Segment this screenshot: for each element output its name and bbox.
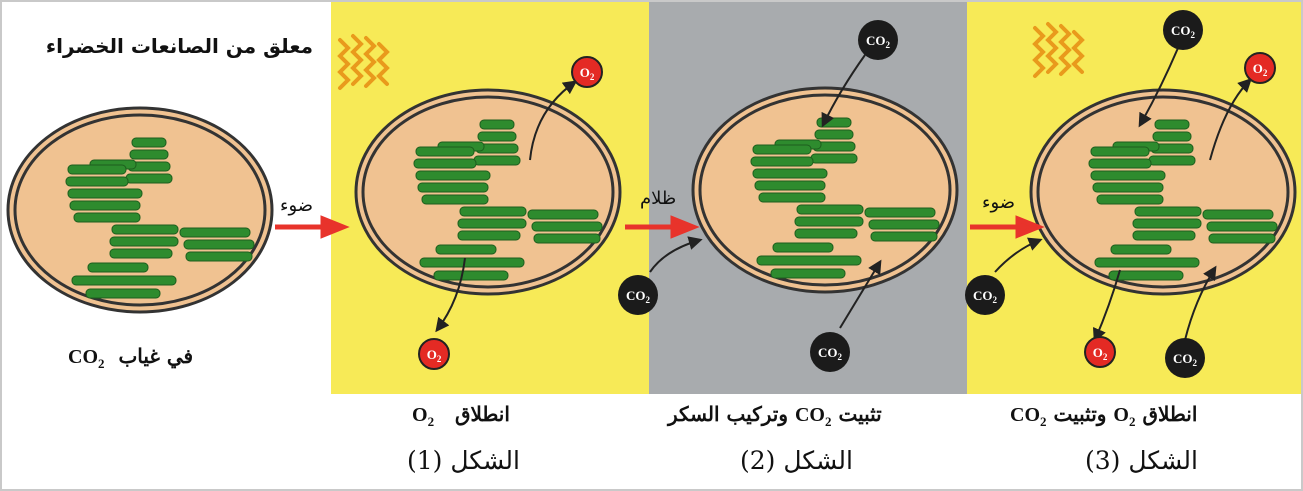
arrow-icon bbox=[275, 215, 350, 239]
o2-molecule-icon: O2 bbox=[571, 56, 603, 88]
o2-molecule-icon: O2 bbox=[1084, 336, 1116, 368]
co2-molecule-icon: CO2 bbox=[858, 20, 898, 60]
svg-text:CO2: CO2 bbox=[818, 345, 843, 362]
svg-text:CO2: CO2 bbox=[1173, 351, 1198, 368]
suspension-title: معلق من الصانعات الخضراء bbox=[45, 34, 313, 58]
chloroplast-icon bbox=[354, 88, 622, 296]
light-label-2: ضوء bbox=[982, 192, 1016, 213]
arrow-icon bbox=[970, 215, 1045, 239]
co2-molecule-icon: CO2 bbox=[810, 332, 850, 372]
fig3-title: CO2 وتثبيت O2 انطلاق bbox=[1010, 402, 1198, 429]
chloroplast-icon bbox=[1029, 88, 1297, 296]
co2-molecule-icon: CO2 bbox=[618, 275, 658, 315]
no-co2-caption: CO2 في غياب bbox=[68, 344, 194, 371]
chloroplast-icon bbox=[691, 86, 959, 294]
light-label: ضوء bbox=[280, 195, 314, 216]
arrow-icon bbox=[435, 47, 1252, 343]
svg-text:CO2: CO2 bbox=[973, 288, 998, 305]
co2-molecule-icon: CO2 bbox=[1163, 10, 1203, 50]
fig3-caption: الشكل (3) bbox=[1085, 446, 1198, 475]
fig1-caption: الشكل (1) bbox=[407, 446, 520, 475]
svg-text:CO2: CO2 bbox=[1171, 23, 1196, 40]
fig1-title: O2 انطلاق bbox=[412, 402, 510, 429]
svg-text:CO2: CO2 bbox=[866, 33, 891, 50]
co2-molecule-icon: CO2 bbox=[965, 275, 1005, 315]
o2-molecule-icon: O2 bbox=[418, 338, 450, 370]
arrow-icon bbox=[625, 215, 700, 239]
fig2-title: وتركيب السكر CO2 تثبيت bbox=[668, 402, 882, 429]
svg-text:CO2: CO2 bbox=[626, 288, 651, 305]
o2-molecule-icon: O2 bbox=[1244, 52, 1276, 84]
co2-molecule-icon: CO2 bbox=[1165, 338, 1205, 378]
chloroplast-icon bbox=[6, 106, 274, 314]
fig2-caption: الشكل (2) bbox=[740, 446, 853, 475]
dark-label: ظلام bbox=[640, 188, 677, 209]
